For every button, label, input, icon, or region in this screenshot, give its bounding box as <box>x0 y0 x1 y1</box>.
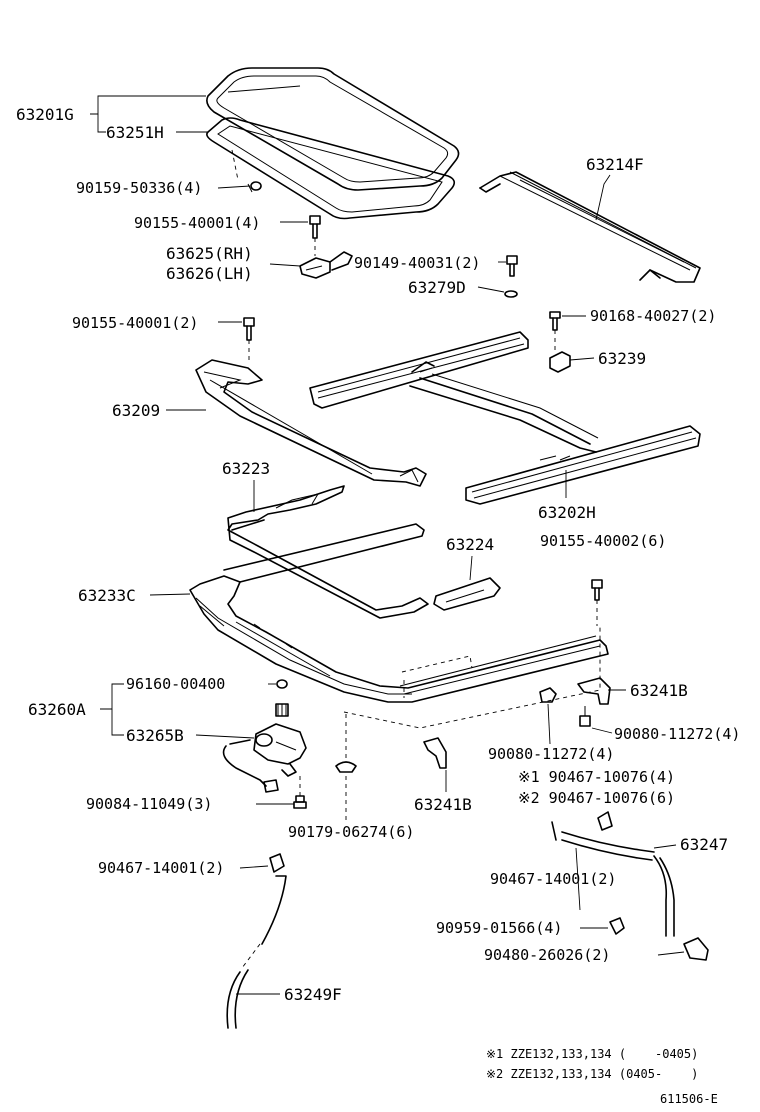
grommet-90179 <box>335 761 357 820</box>
clamp-90959 <box>609 917 625 935</box>
glass-panel-63201G <box>206 67 460 191</box>
label-90084-11049: 90084-11049(3) <box>86 795 212 813</box>
bolt-90155-40002 <box>591 579 603 626</box>
leader-lines <box>90 95 685 995</box>
bracket-63241B-lower <box>423 737 447 769</box>
label-63201G: 63201G <box>16 105 74 124</box>
motor-63265B <box>222 723 307 793</box>
label-63260A: 63260A <box>28 700 86 719</box>
washer-63279D <box>504 290 518 298</box>
screw-90168 <box>549 311 561 354</box>
label-90149-40031: 90149-40031(2) <box>354 254 480 272</box>
housing-63202H <box>309 331 701 505</box>
label-90155-40002: 90155-40002(6) <box>540 532 666 550</box>
screw-90084 <box>293 776 307 809</box>
label-63249F: 63249F <box>284 985 342 1004</box>
label-63626: 63626(LH) <box>166 264 253 283</box>
bolt-90149 <box>506 255 518 277</box>
label-63239: 63239 <box>598 349 646 368</box>
label-63241B-right: 63241B <box>630 681 688 700</box>
label-90480-26026: 90480-26026(2) <box>484 946 610 964</box>
hose-63249F <box>226 853 287 1029</box>
bolt-90155-left <box>243 317 255 362</box>
hose-63247 <box>551 811 675 937</box>
label-90159-50336: 90159-50336(4) <box>76 179 202 197</box>
bracket-63241B-right <box>577 677 611 705</box>
clip-90080 <box>539 687 591 727</box>
label-63202H: 63202H <box>538 503 596 522</box>
label-90959-01566: 90959-01566(4) <box>436 919 562 937</box>
label-90155-40001-2: 90155-40001(2) <box>72 314 198 332</box>
gear-96160 <box>275 679 289 717</box>
label-63223: 63223 <box>222 459 270 478</box>
cable-63223 <box>227 485 429 619</box>
label-90179-06274: 90179-06274(6) <box>288 823 414 841</box>
label-63233C: 63233C <box>78 586 136 605</box>
label-63251H: 63251H <box>106 123 164 142</box>
applicability-notes: ※1 ZZE132,133,134 ( -0405) ※2 ZZE132,133… <box>486 1047 718 1106</box>
note-1: ※1 ZZE132,133,134 ( -0405) <box>486 1047 698 1061</box>
label-90467-14001-right: 90467-14001(2) <box>490 870 616 888</box>
label-63209: 63209 <box>112 401 160 420</box>
label-63265B: 63265B <box>126 726 184 745</box>
label-63247: 63247 <box>680 835 728 854</box>
label-63279D: 63279D <box>408 278 466 297</box>
label-63224: 63224 <box>446 535 494 554</box>
note-2: ※2 ZZE132,133,134 (0405- ) <box>486 1067 698 1081</box>
label-63625: 63625(RH) <box>166 244 253 263</box>
label-90155-40001-4: 90155-40001(4) <box>134 214 260 232</box>
cable-63224 <box>223 523 501 611</box>
bolt-90155-top <box>309 215 321 256</box>
label-90467-14001-left: 90467-14001(2) <box>98 859 224 877</box>
screw-90159 <box>247 181 262 193</box>
label-90080-11272-left: 90080-11272(4) <box>488 745 614 763</box>
diagram-id: 611506-E <box>660 1092 718 1106</box>
frame-63209 <box>195 359 427 487</box>
label-90467-10076-2: ※2 90467-10076(6) <box>518 789 675 807</box>
weatherstrip-63251H <box>206 117 456 220</box>
label-96160-00400: 96160-00400 <box>126 675 225 693</box>
label-63241B-lower: 63241B <box>414 795 472 814</box>
label-90467-10076-1: ※1 90467-10076(4) <box>518 768 675 786</box>
bracket-63625 <box>299 251 353 279</box>
label-90080-11272-right: 90080-11272(4) <box>614 725 740 743</box>
frame-63233C <box>189 575 609 703</box>
frame-boundary-dashed <box>343 626 601 729</box>
stopper-63239 <box>549 351 571 373</box>
label-63214F: 63214F <box>586 155 644 174</box>
nozzle-90480 <box>683 937 709 961</box>
rail-63214F <box>479 171 701 283</box>
label-90168-40027: 90168-40027(2) <box>590 307 716 325</box>
part-labels: 63201G 63251H 90159-50336(4) 90155-40001… <box>16 105 740 1004</box>
